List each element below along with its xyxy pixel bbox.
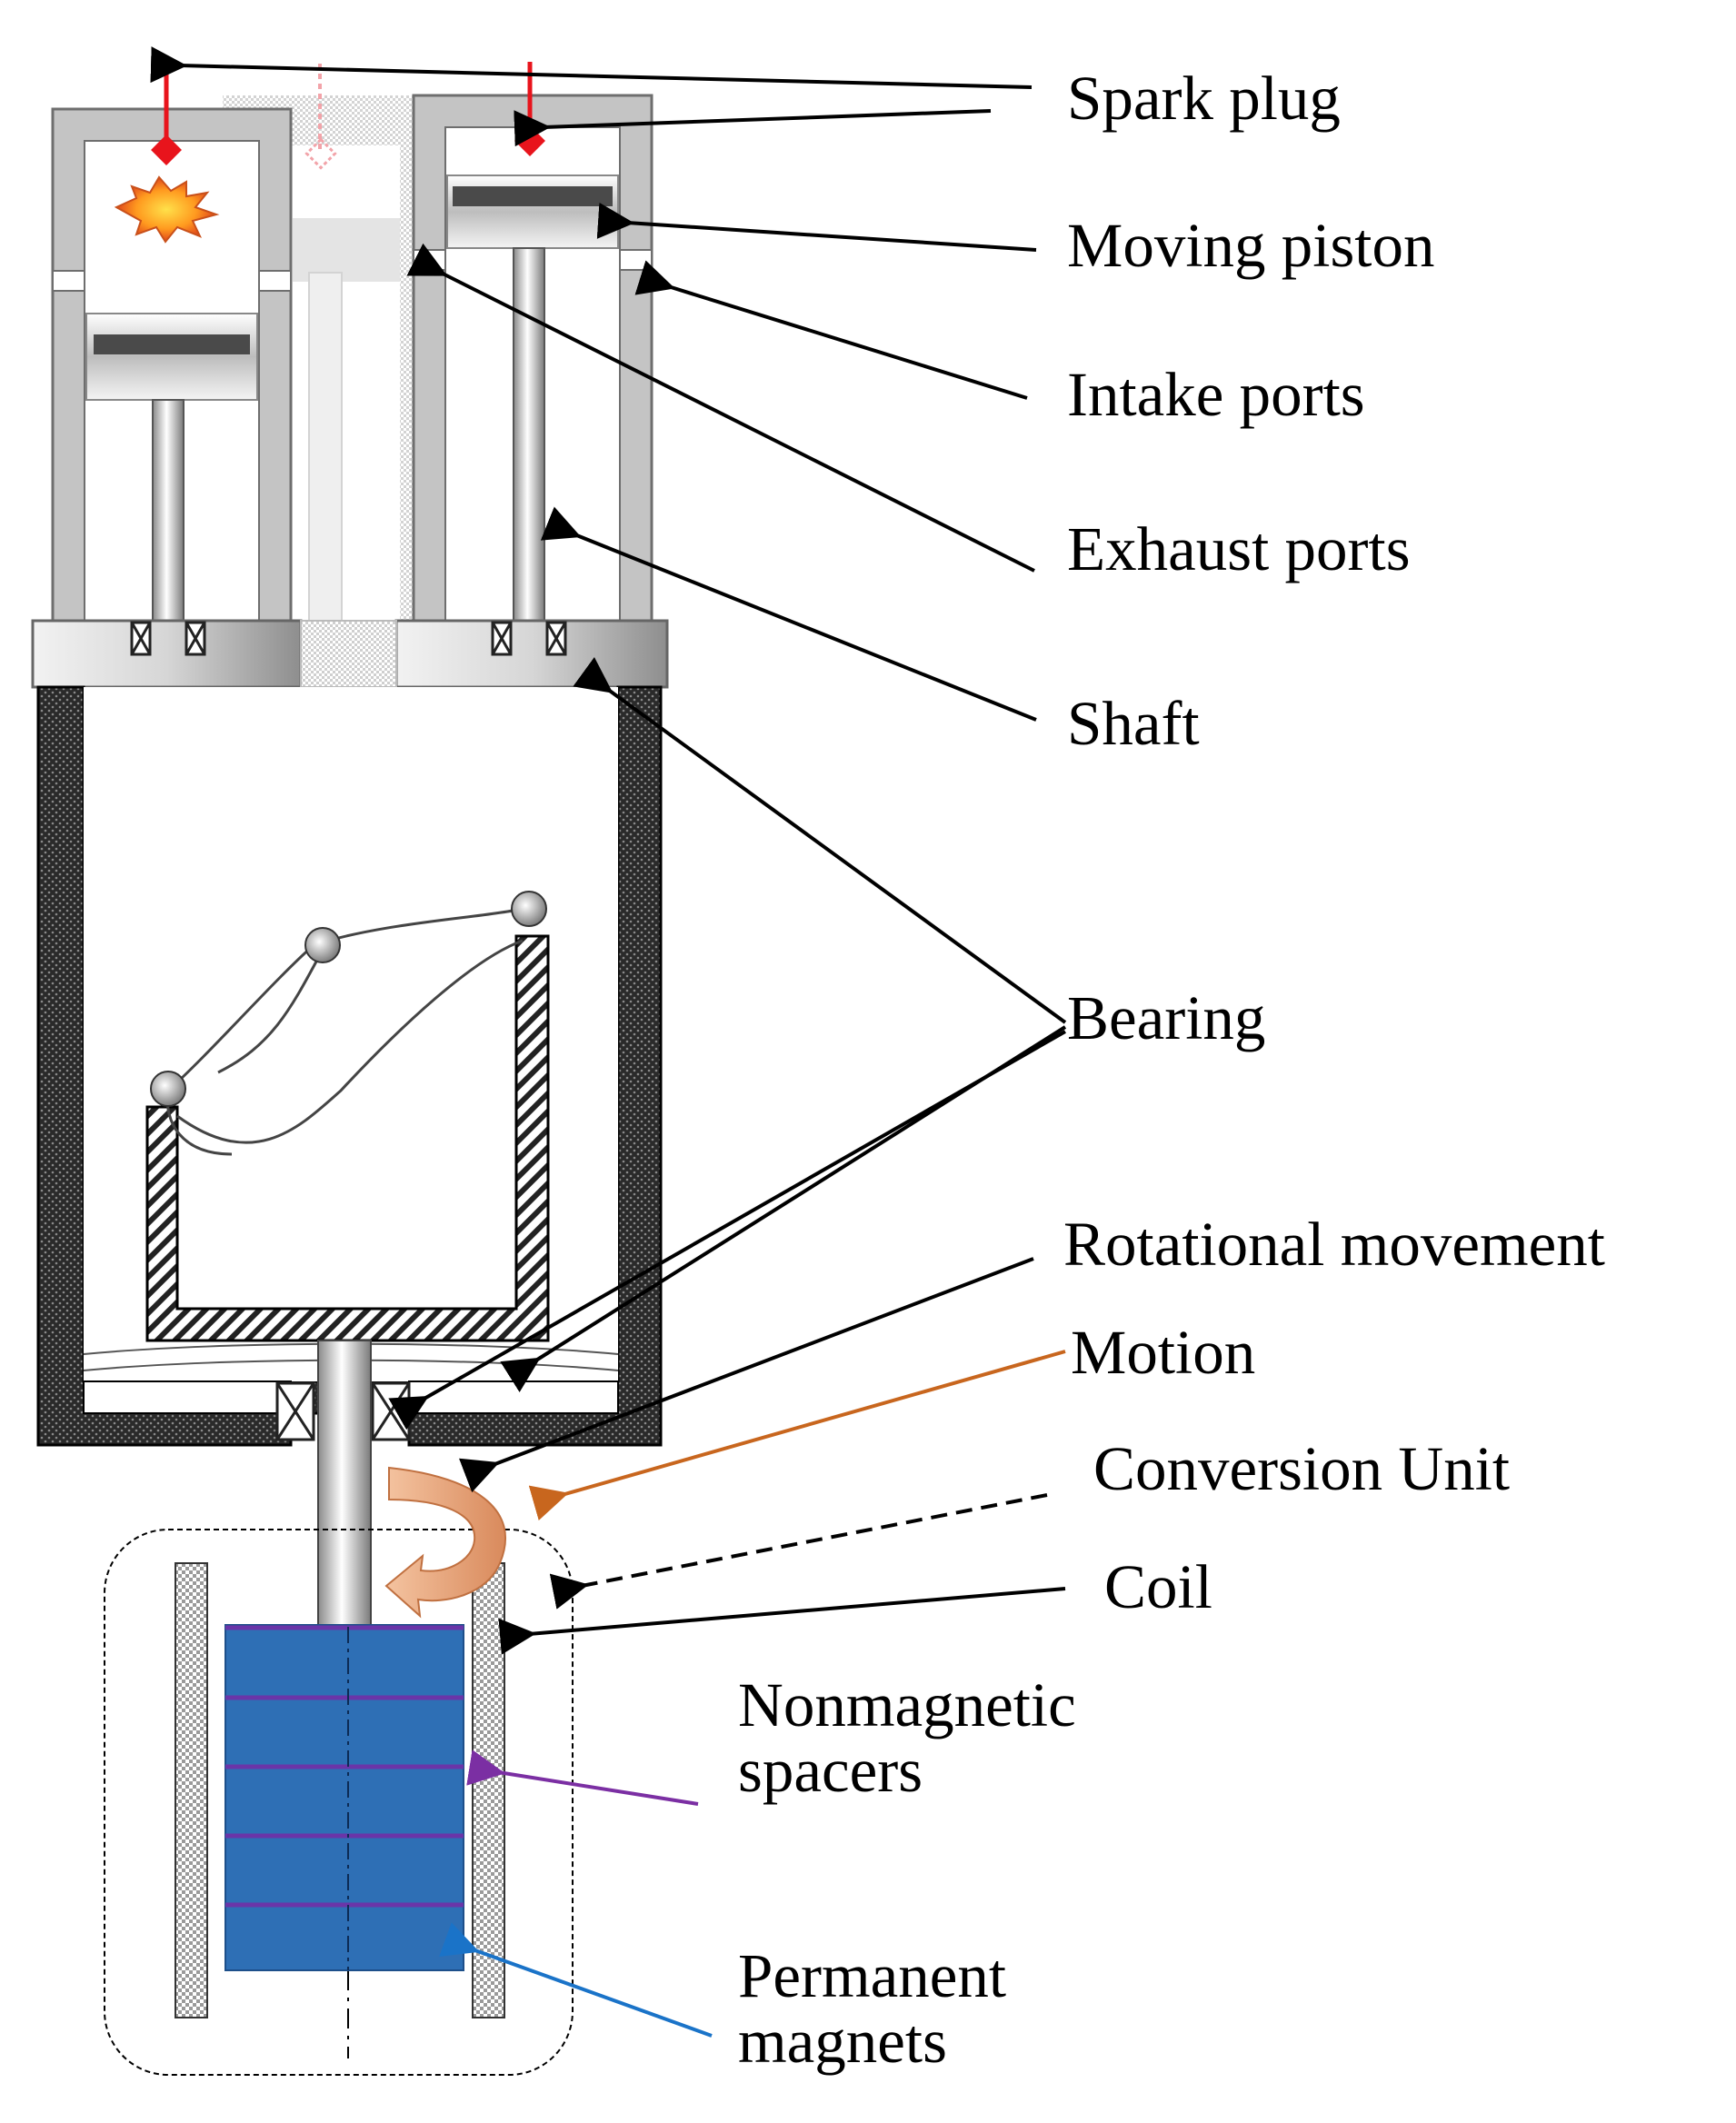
cam-drum [145, 891, 550, 1342]
label-nonmagnetic-spacers: Nonmagnetic spacers [738, 1672, 1076, 1804]
label-motion: Motion [1071, 1318, 1256, 1387]
ghost-cylinder [223, 64, 418, 910]
label-nonmagnetic-line1: Nonmagnetic [738, 1670, 1076, 1739]
output-shaft [317, 1340, 372, 1628]
upper-bearing-right [491, 621, 567, 656]
label-bearing: Bearing [1067, 983, 1266, 1052]
label-intake-ports: Intake ports [1067, 360, 1365, 429]
label-moving-piston: Moving piston [1067, 211, 1435, 280]
shaft-arrow [540, 506, 1037, 722]
label-permanent-line1: Permanent [738, 1941, 1007, 2010]
intake-ports-arrow [634, 260, 1028, 400]
label-rotational-movement: Rotational movement [1063, 1210, 1605, 1279]
right-cylinder [412, 62, 653, 908]
coil-arrow [498, 1587, 1066, 1655]
label-exhaust-ports: Exhaust ports [1067, 514, 1411, 583]
nonmagnetic-spacers [225, 1625, 464, 1908]
label-permanent-magnets: Permanent magnets [738, 1943, 1006, 2075]
combustion-flame-icon [114, 175, 220, 244]
label-shaft: Shaft [1067, 689, 1200, 758]
leader-lines [150, 46, 1067, 2038]
right-cam-follower [511, 891, 547, 927]
bearing-arrow-1 [573, 656, 1067, 1024]
conversion-unit-arrow [549, 1493, 1048, 1610]
spacers-arrow [466, 1749, 699, 1806]
motion-arrow [528, 1350, 1066, 1521]
rotational-movement-arrow [458, 1257, 1034, 1493]
spark-plug-arrow-2 [514, 109, 992, 147]
left-piston [85, 313, 258, 401]
moving-piston-arrow [596, 202, 1037, 252]
spark-plug-arrow-1 [150, 46, 1033, 89]
generator-unit [104, 1466, 574, 2076]
upper-bearing-left [130, 621, 206, 656]
exhaust-ports-arrow [406, 243, 1035, 573]
lower-bearing [275, 1381, 411, 1441]
left-cylinder [51, 62, 293, 1069]
label-permanent-line2: magnets [738, 2007, 947, 2077]
ghost-cam-follower [304, 927, 341, 963]
left-cam-follower [150, 1071, 186, 1107]
rotation-arrow-icon [384, 1466, 506, 1619]
magnets-arrow [439, 1922, 713, 2038]
upper-bearing-plate [31, 619, 669, 689]
coil-left [175, 1562, 208, 2018]
conversion-unit-boundary [104, 1529, 574, 2076]
label-spark-plug: Spark plug [1067, 64, 1341, 133]
label-nonmagnetic-line2: spacers [738, 1736, 923, 1806]
label-coil: Coil [1104, 1552, 1212, 1621]
permanent-magnet-stack [224, 1624, 464, 1971]
bearing-arrow-3 [388, 1030, 1066, 1430]
label-conversion-unit: Conversion Unit [1093, 1434, 1511, 1503]
